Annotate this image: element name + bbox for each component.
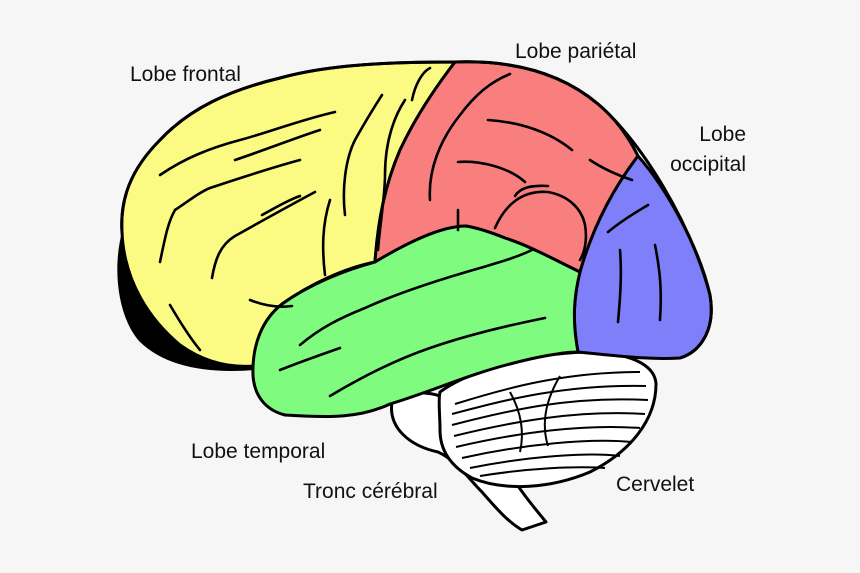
cerebellum-folia bbox=[451, 371, 649, 477]
label-frontal-lobe: Lobe frontal bbox=[130, 63, 241, 86]
brain-sulci bbox=[158, 66, 663, 398]
brain-outline bbox=[120, 60, 713, 360]
label-temporal-lobe: Lobe temporal bbox=[191, 440, 326, 463]
temporal-lobe-region bbox=[251, 224, 582, 419]
label-brainstem: Tronc cérébral bbox=[303, 480, 438, 503]
label-occipital-line2: occipital bbox=[670, 152, 746, 176]
label-cerebellum: Cervelet bbox=[616, 473, 695, 496]
label-occipital-line1: Lobe bbox=[699, 123, 746, 146]
label-occipital-lobe: Lobe occipital bbox=[650, 120, 746, 180]
brain-shadow bbox=[117, 232, 255, 371]
label-parietal-lobe: Lobe pariétal bbox=[515, 40, 637, 63]
